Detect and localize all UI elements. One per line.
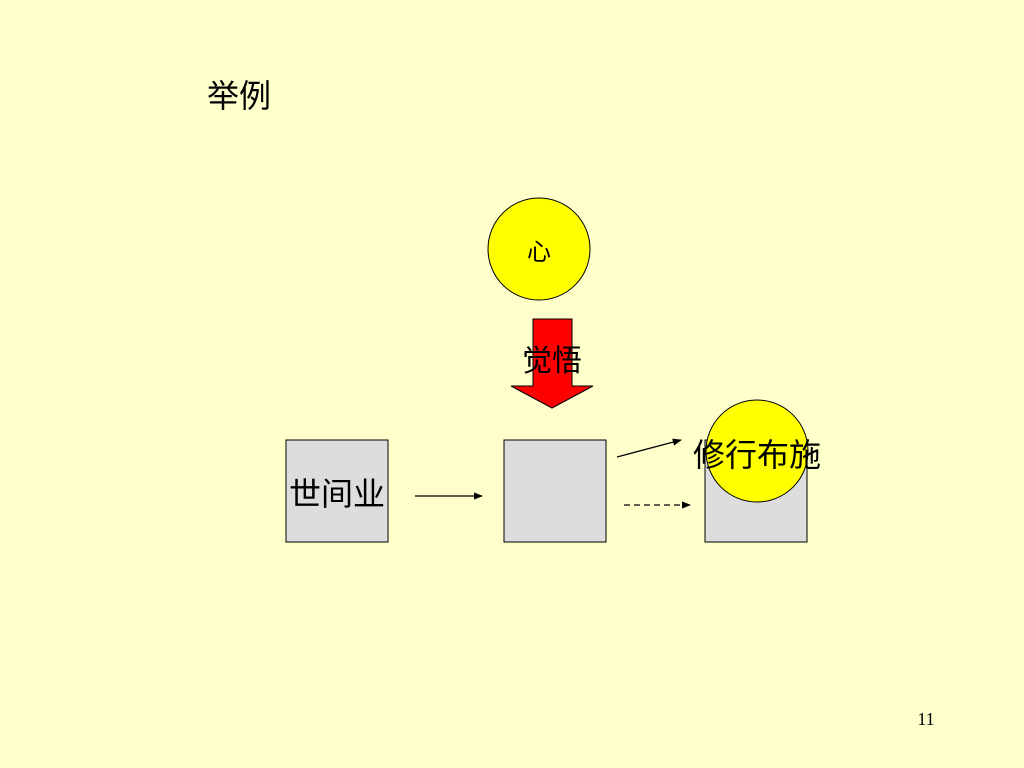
box-middle bbox=[503, 439, 607, 543]
awakening-arrow-label: 觉悟 bbox=[522, 344, 582, 379]
arrow-middle-to-practice bbox=[616, 438, 682, 458]
slide-title: 举例 bbox=[207, 77, 272, 115]
box-worldly-karma-label: 世间业 bbox=[289, 475, 385, 513]
page-number: 11 bbox=[917, 709, 935, 729]
circle-mind: 心 bbox=[487, 197, 591, 301]
awakening-arrow: 觉悟 bbox=[510, 318, 594, 409]
circle-mind-label: 心 bbox=[527, 238, 551, 266]
box-practice-label: 修行布施 bbox=[693, 436, 821, 474]
box-worldly-karma bbox=[285, 439, 389, 543]
circle-practice bbox=[705, 399, 809, 503]
